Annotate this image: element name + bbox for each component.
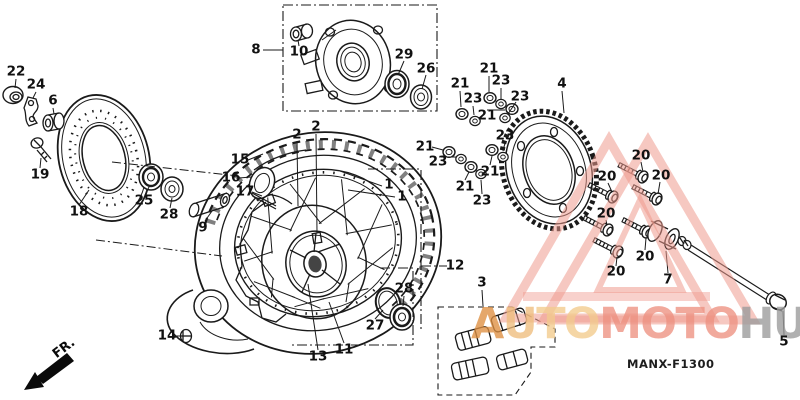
watermark-letter: M xyxy=(599,299,642,349)
part-label-22: 22 xyxy=(6,63,26,80)
bearing-29 xyxy=(385,71,409,98)
wheel-hub xyxy=(235,194,377,328)
watermark-letter: U xyxy=(772,299,800,349)
part-label-23: 23 xyxy=(510,88,530,105)
axle-adjuster-nut-14 xyxy=(181,330,192,343)
part-label-21: 21 xyxy=(455,178,475,195)
part-label-21: 21 xyxy=(479,60,499,77)
watermark-letter: O xyxy=(564,299,601,349)
part-label-29: 29 xyxy=(394,46,414,63)
part-label-9: 9 xyxy=(198,219,208,236)
part-label-7: 7 xyxy=(663,271,673,288)
oil-seal-26 xyxy=(411,85,432,109)
watermark-letter: H xyxy=(738,299,774,349)
part-label-10: 10 xyxy=(289,43,309,60)
part-label-20: 20 xyxy=(596,205,616,222)
part-label-20: 20 xyxy=(631,147,651,164)
spoke-nipples xyxy=(222,155,413,330)
watermark-letter: U xyxy=(502,299,538,349)
part-label-20: 20 xyxy=(651,167,671,184)
wheel-group-box-12 xyxy=(368,169,447,330)
watermark-letter: A xyxy=(471,299,504,349)
hub-assembly-box xyxy=(283,5,437,112)
part-label-12: 12 xyxy=(445,257,465,274)
tube-and-rim-band xyxy=(245,150,306,209)
part-label-4: 4 xyxy=(557,75,567,92)
part-label-21: 21 xyxy=(415,138,435,155)
stay-bracket-24 xyxy=(24,97,38,126)
part-label-1: 1 xyxy=(397,188,407,205)
seal-group-box xyxy=(290,268,413,345)
part-label-3: 3 xyxy=(477,274,487,291)
disc-drill-holes xyxy=(60,103,147,212)
part-label-17: 17 xyxy=(235,183,255,200)
part-label-23: 23 xyxy=(495,127,515,144)
dust-seal-28 xyxy=(161,177,183,201)
part-label-24: 24 xyxy=(26,76,46,93)
part-label-20: 20 xyxy=(635,248,655,265)
part-label-18: 18 xyxy=(69,203,89,220)
part-label-28: 28 xyxy=(394,280,414,297)
drawing-code: MANX-F1300 xyxy=(627,357,715,371)
part-label-23: 23 xyxy=(472,192,492,209)
part-label-23: 23 xyxy=(491,72,511,89)
watermark-letter: O xyxy=(703,299,740,349)
fr-direction-arrow xyxy=(24,353,74,390)
sprocket-teeth xyxy=(487,99,612,242)
hub-collar-10 xyxy=(291,24,313,41)
part-label-20: 20 xyxy=(597,168,617,185)
part-label-2: 2 xyxy=(311,118,321,135)
part-label-21: 21 xyxy=(480,163,500,180)
bearing-28b xyxy=(390,304,414,330)
watermark-letter: T xyxy=(536,299,565,349)
rim-lock xyxy=(312,232,322,243)
part-label-25: 25 xyxy=(134,192,154,209)
watermark-brand-text: AUTOMOTOHUB xyxy=(471,303,800,346)
bolt-19 xyxy=(30,136,51,162)
part-label-13: 13 xyxy=(308,348,328,365)
collar-6 xyxy=(43,113,64,131)
axis-dash-lines xyxy=(96,162,238,256)
part-label-1: 1 xyxy=(384,176,394,193)
part-label-15: 15 xyxy=(230,151,250,168)
part-label-8: 8 xyxy=(251,41,261,58)
part-label-28: 28 xyxy=(159,206,179,223)
part-label-20: 20 xyxy=(606,263,626,280)
part-label-23: 23 xyxy=(463,90,483,107)
part-label-21: 21 xyxy=(477,107,497,124)
part-label-21: 21 xyxy=(450,75,470,92)
part-label-16: 16 xyxy=(221,169,241,186)
part-label-27: 27 xyxy=(365,317,385,334)
axle-spacer-9 xyxy=(188,192,232,218)
rear-axle-5 xyxy=(678,237,789,313)
leader-lines xyxy=(15,40,784,350)
brake-disc xyxy=(45,85,163,231)
part-label-6: 6 xyxy=(48,92,58,109)
wire-spokes xyxy=(243,178,392,309)
part-label-26: 26 xyxy=(416,60,436,77)
part-label-14: 14 xyxy=(157,327,177,344)
part-label-5: 5 xyxy=(779,333,789,350)
part-label-11: 11 xyxy=(334,341,354,358)
part-label-23: 23 xyxy=(428,153,448,170)
part-label-19: 19 xyxy=(30,166,50,183)
part-label-2: 2 xyxy=(292,126,302,143)
bearing-25 xyxy=(139,164,163,190)
watermark-letter: O xyxy=(640,299,677,349)
disc-nut-22 xyxy=(3,87,23,104)
watermark-letter: T xyxy=(675,299,704,349)
